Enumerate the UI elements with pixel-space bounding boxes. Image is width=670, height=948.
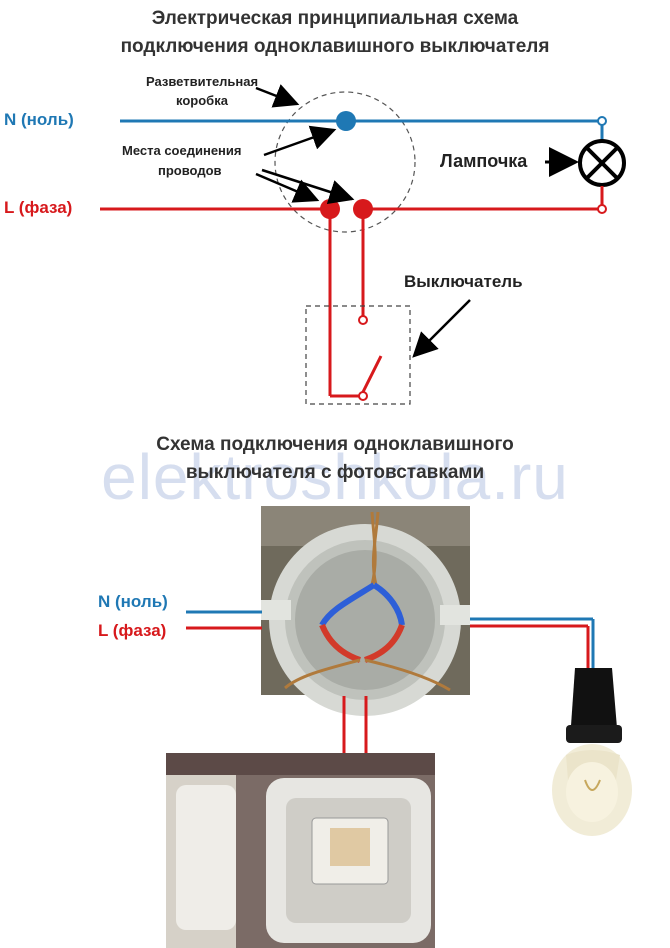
bottom-title-line2: выключателя с фотовставками — [185, 462, 485, 483]
arrow-connection-phase2 — [261, 168, 355, 204]
switch-label: Выключатель — [404, 272, 523, 291]
phase-terminal — [597, 204, 607, 214]
neutral-terminal — [597, 116, 607, 126]
junction-box-photo — [261, 506, 470, 716]
junction-box-label-line1: Разветвительная — [146, 74, 259, 89]
switch-box — [305, 305, 411, 405]
lamp-symbol — [578, 139, 626, 187]
top-neutral-label: N (ноль) — [4, 110, 74, 129]
top-title-line2: подключения одноклавишного выключателя — [120, 36, 550, 57]
lamp-photo — [552, 668, 632, 836]
lamp-label: Лампочка — [440, 151, 528, 171]
switch-contact-bottom — [358, 391, 368, 401]
arrow-junction-box — [255, 84, 300, 108]
top-title-line1: Электрическая принципиальная схема — [151, 8, 519, 29]
arrow-connection-neutral — [263, 125, 337, 157]
bottom-neutral-label: N (ноль) — [98, 592, 168, 611]
arrow-connection-phase1 — [255, 172, 320, 203]
junction-box-label-line2: коробка — [176, 93, 228, 108]
connection-points-label-line1: Места соединения — [122, 143, 242, 158]
top-phase-label: L (фаза) — [4, 198, 73, 217]
bottom-title-line1: Схема подключения одноклавишного — [156, 434, 514, 455]
switch-contact-top — [358, 315, 368, 325]
arrow-switch — [412, 299, 471, 358]
junction-box-circle — [274, 91, 416, 233]
watermark: elektroshkola.ru — [101, 441, 569, 513]
switch-photo — [166, 753, 435, 948]
neutral-connection-dot — [336, 111, 356, 131]
switch-lever — [361, 355, 383, 393]
connection-points-label-line2: проводов — [158, 163, 222, 178]
bottom-phase-label: L (фаза) — [98, 621, 167, 640]
